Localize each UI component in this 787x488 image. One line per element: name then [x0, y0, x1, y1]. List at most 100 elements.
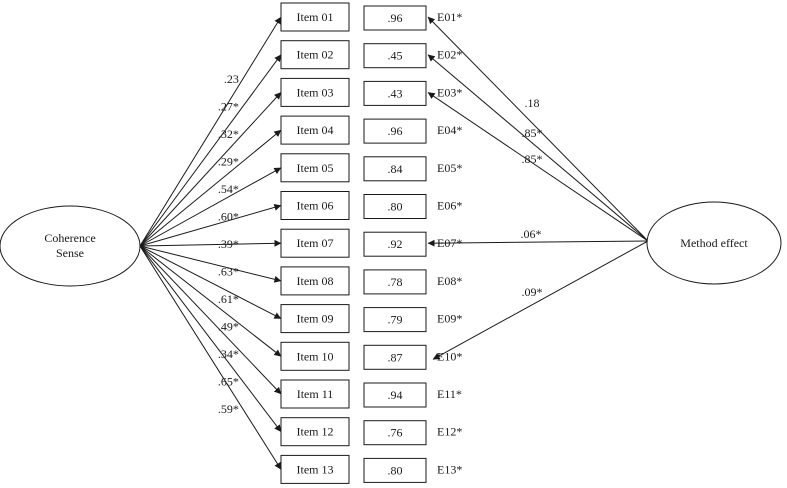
residual-value-03: .43: [388, 86, 403, 100]
residual-box-01: [363, 5, 427, 31]
loading-arrow-01: [139, 16, 282, 247]
path-arrows: [139, 16, 649, 470]
loading-arrow-04: [139, 129, 282, 247]
item-label-13: Item 13: [297, 462, 334, 476]
error-term-13: E13*: [437, 462, 462, 476]
loading-value-01: .23: [224, 72, 239, 86]
item-label-02: Item 02: [297, 48, 334, 62]
residual-value-11: .94: [388, 388, 403, 402]
residual-box-03: [363, 80, 427, 106]
loading-arrow-11: [139, 245, 282, 395]
coherence-sense-label-line2: Sense: [56, 246, 84, 260]
item-label-12: Item 12: [297, 425, 334, 439]
residual-value-05: .84: [388, 162, 403, 176]
error-term-09: E09*: [437, 312, 462, 326]
loading-arrow-03: [139, 92, 282, 247]
method-arrow-01: [427, 16, 649, 242]
method-value-07: .06*: [521, 227, 542, 241]
residual-box-06: [363, 194, 427, 219]
residual-value-02: .45: [388, 49, 403, 63]
loading-arrow-08: [139, 245, 282, 283]
item-label-05: Item 05: [297, 161, 334, 175]
residual-value-10: .87: [388, 350, 403, 364]
loading-arrow-09: [139, 245, 282, 320]
residual-value-01: .96: [388, 11, 403, 25]
error-term-11: E11*: [437, 387, 462, 401]
loading-value-09: .61*: [218, 292, 239, 306]
item-box-03: [280, 77, 350, 107]
error-term-10: E10*: [437, 349, 462, 363]
item-label-06: Item 06: [297, 199, 334, 213]
item-label-01: Item 01: [297, 10, 334, 24]
residual-box-04: [363, 118, 427, 144]
loading-arrow-02: [139, 54, 282, 247]
method-effect-label: Method effect: [680, 236, 748, 250]
coherence-sense-factor: [0, 205, 141, 287]
coefficient-labels: .23.18.27*.85*.32*.85*.29*.54*.60*.39*.0…: [218, 72, 543, 416]
residual-value-06: .80: [388, 200, 403, 214]
residual-value-13: .80: [388, 463, 403, 477]
item-label-09: Item 09: [297, 312, 334, 326]
residual-box-05: [363, 156, 427, 182]
loading-arrow-13: [139, 245, 282, 470]
loading-arrow-12: [139, 245, 282, 433]
method-value-01: .18: [525, 96, 540, 110]
method-effect-factor: [646, 201, 782, 285]
loading-value-05: .54*: [218, 182, 239, 196]
residual-value-07: .92: [388, 237, 403, 251]
method-arrow-02: [427, 54, 649, 242]
item-box-11: [280, 379, 350, 409]
item-box-05: [280, 153, 350, 183]
loading-arrow-10: [139, 245, 282, 357]
item-label-03: Item 03: [297, 85, 334, 99]
item-box-13: [280, 454, 350, 484]
item-label-07: Item 07: [297, 236, 334, 250]
error-term-03: E03*: [437, 85, 462, 99]
error-term-06: E06*: [437, 199, 462, 213]
error-term-05: E05*: [437, 161, 462, 175]
item-box-01: [280, 2, 350, 32]
residual-value-09: .79: [388, 313, 403, 327]
residual-box-07: [363, 231, 427, 257]
method-arrow-10: [432, 240, 649, 360]
error-term-01: E01*: [437, 10, 462, 24]
item-box-12: [280, 417, 350, 447]
loading-value-06: .60*: [218, 209, 239, 223]
item-box-06: [280, 191, 350, 220]
method-arrow-07: [427, 239, 649, 247]
loading-arrow-05: [139, 167, 282, 247]
method-value-03: .85*: [522, 152, 543, 166]
item-label-08: Item 08: [297, 274, 334, 288]
residual-box-10: [363, 344, 427, 370]
error-term-07: E07*: [437, 236, 462, 250]
error-term-04: E04*: [437, 123, 462, 137]
loading-value-08: .63*: [218, 264, 239, 278]
loading-value-13: .59*: [218, 402, 239, 416]
item-label-10: Item 10: [297, 349, 334, 363]
residual-box-02: [363, 43, 427, 69]
item-box-02: [280, 40, 350, 70]
item-box-04: [280, 115, 350, 145]
loading-value-02: .27*: [218, 99, 239, 113]
residual-value-08: .78: [388, 275, 403, 289]
loading-value-07: .39*: [218, 237, 239, 251]
method-value-10: .09*: [522, 285, 543, 299]
item-label-11: Item 11: [297, 387, 334, 401]
loading-arrow-07: [139, 239, 282, 247]
loading-value-11: .34*: [218, 347, 239, 361]
residual-box-09: [363, 307, 427, 333]
loading-value-04: .29*: [218, 154, 239, 168]
residual-box-12: [363, 420, 427, 446]
diagram-nodes: Coherence Sense Method effect: [0, 201, 782, 287]
item-label-04: Item 04: [297, 123, 334, 137]
residual-box-13: [363, 457, 427, 483]
item-box-08: [280, 266, 350, 296]
residual-value-12: .76: [388, 426, 403, 440]
method-arrow-03: [427, 91, 649, 242]
residual-box-11: [363, 382, 427, 408]
error-term-12: E12*: [437, 425, 462, 439]
method-value-02: .85*: [522, 126, 543, 140]
loading-arrow-06: [139, 203, 282, 247]
